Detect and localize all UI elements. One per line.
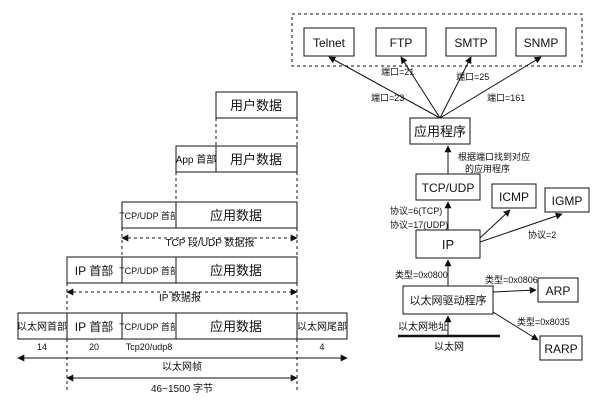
- app-data-box-3: [175, 201, 298, 229]
- app-telnet: Telnet: [303, 27, 355, 57]
- row-ip: IP 首部 TCP/UDP 首部 应用数据 IP 数据报: [66, 256, 298, 304]
- arrow-driver-to-rarp: [492, 311, 539, 341]
- ip-box: [415, 229, 481, 259]
- application-box: [409, 117, 471, 145]
- eth-header-size: 14: [37, 342, 47, 352]
- port-snmp: 端口=161: [487, 92, 525, 103]
- type-arp: 类型=0x0806: [485, 274, 538, 285]
- user-data-box: [215, 91, 298, 119]
- proto-igmp: 协议=2: [528, 229, 556, 240]
- app-header-label: App 首部: [176, 153, 217, 166]
- app-ftp: FTP: [375, 27, 427, 57]
- trailer-size: 4: [319, 342, 324, 352]
- igmp-box: [544, 187, 590, 213]
- tcpudp-label: TCP/UDP: [422, 181, 475, 195]
- icmp-label: ICMP: [499, 190, 529, 204]
- tcpudp-header-label-4: TCP/UDP 首部: [119, 265, 179, 276]
- eth-trailer-label: 以太网尾部: [297, 320, 347, 333]
- smtp-label: SMTP: [454, 36, 487, 50]
- tcpudp-size: Tcp20/udp8: [126, 342, 173, 352]
- port-lookup-line-1: 根据端口找到对应: [458, 151, 530, 162]
- icmp-box: [491, 183, 537, 209]
- app-smtp: SMTP: [445, 27, 497, 57]
- user-data-label: 用户数据: [230, 98, 282, 113]
- ip-header-box-5: [66, 312, 123, 340]
- eth-trailer-box: [296, 312, 348, 340]
- ip-datagram-caption: IP 数据报: [159, 291, 201, 304]
- app-data-label-4: 应用数据: [210, 263, 262, 278]
- eth-address-label: 以太网地址: [398, 320, 448, 333]
- tcpudp-header-box-4: [121, 256, 177, 284]
- driver-label: 以太网驱动程序: [410, 293, 487, 307]
- app-data-box-4: [175, 256, 298, 284]
- applications-group: [291, 13, 583, 67]
- driver-box: [402, 285, 494, 315]
- row-app: App 首部 用户数据: [175, 145, 298, 173]
- arrow-ip-to-icmp: [479, 209, 511, 239]
- smtp-box: [445, 27, 497, 57]
- port-lookup-line-2: 的应用程序: [465, 163, 510, 174]
- row-ethernet: 以太网首部 IP 首部 TCP/UDP 首部 应用数据 以太网尾部 14 20 …: [17, 312, 348, 395]
- arp-label: ARP: [546, 284, 571, 298]
- arrow-to-telnet: [328, 56, 441, 119]
- app-data-label-5: 应用数据: [210, 319, 262, 334]
- app-snmp: SNMP: [515, 27, 567, 57]
- payload-caption: 46~1500 字节: [151, 382, 213, 395]
- alignment-lines: [66, 118, 298, 390]
- arp-box: [537, 277, 579, 303]
- port-smtp: 端口=25: [456, 71, 489, 82]
- user-data-label-2: 用户数据: [230, 152, 282, 167]
- igmp-label: IGMP: [552, 194, 583, 208]
- ip-header-size: 20: [89, 342, 99, 352]
- telnet-box: [303, 27, 355, 57]
- snmp-box: [515, 27, 567, 57]
- ftp-label: FTP: [390, 36, 413, 50]
- type-rarp: 类型=0x8035: [517, 316, 570, 327]
- tcpudp-header-label-3: TCP/UDP 首部: [119, 210, 179, 221]
- arrow-to-snmp: [439, 56, 542, 119]
- ethernet-label: 以太网: [434, 340, 464, 353]
- ftp-box: [375, 27, 427, 57]
- tcp-segment-caption: TCP 段/UDP 数据报: [165, 236, 254, 249]
- tcpudp-header-box-5: [121, 312, 177, 340]
- arrow-ip-to-igmp: [479, 212, 563, 243]
- telnet-label: Telnet: [313, 36, 346, 50]
- arrow-to-ftp: [400, 56, 441, 119]
- app-data-box-5: [175, 312, 298, 340]
- eth-header-label: 以太网首部: [17, 320, 67, 333]
- application-label: 应用程序: [414, 124, 466, 139]
- row-user-data: 用户数据: [215, 91, 298, 119]
- tcpudp-header-label-5: TCP/UDP 首部: [119, 321, 179, 332]
- app-data-label-3: 应用数据: [210, 208, 262, 223]
- app-header-box: [175, 145, 217, 173]
- arrow-driver-to-arp: [492, 286, 537, 294]
- row-transport: TCP/UDP 首部 应用数据 TCP 段/UDP 数据报: [119, 201, 298, 249]
- eth-header-box: [17, 312, 68, 340]
- tcpudp-box: [415, 173, 481, 201]
- type-ip: 类型=0x0800: [395, 269, 448, 280]
- proto-tcp: 协议=6(TCP): [390, 205, 442, 216]
- rarp-box: [539, 335, 583, 361]
- port-ftp: 端口=21: [381, 66, 414, 77]
- ip-label: IP: [442, 237, 454, 252]
- ip-header-label-5: IP 首部: [75, 319, 113, 334]
- snmp-label: SNMP: [524, 36, 559, 50]
- rarp-label: RARP: [544, 342, 577, 356]
- port-telnet: 端口=23: [371, 92, 404, 103]
- ip-header-box-4: [66, 256, 123, 284]
- user-data-box-2: [215, 145, 298, 173]
- arrow-to-smtp: [439, 56, 472, 119]
- frame-caption: 以太网帧: [162, 360, 202, 373]
- proto-udp: 协议=17(UDP): [390, 219, 448, 230]
- ip-header-label-4: IP 首部: [75, 263, 113, 278]
